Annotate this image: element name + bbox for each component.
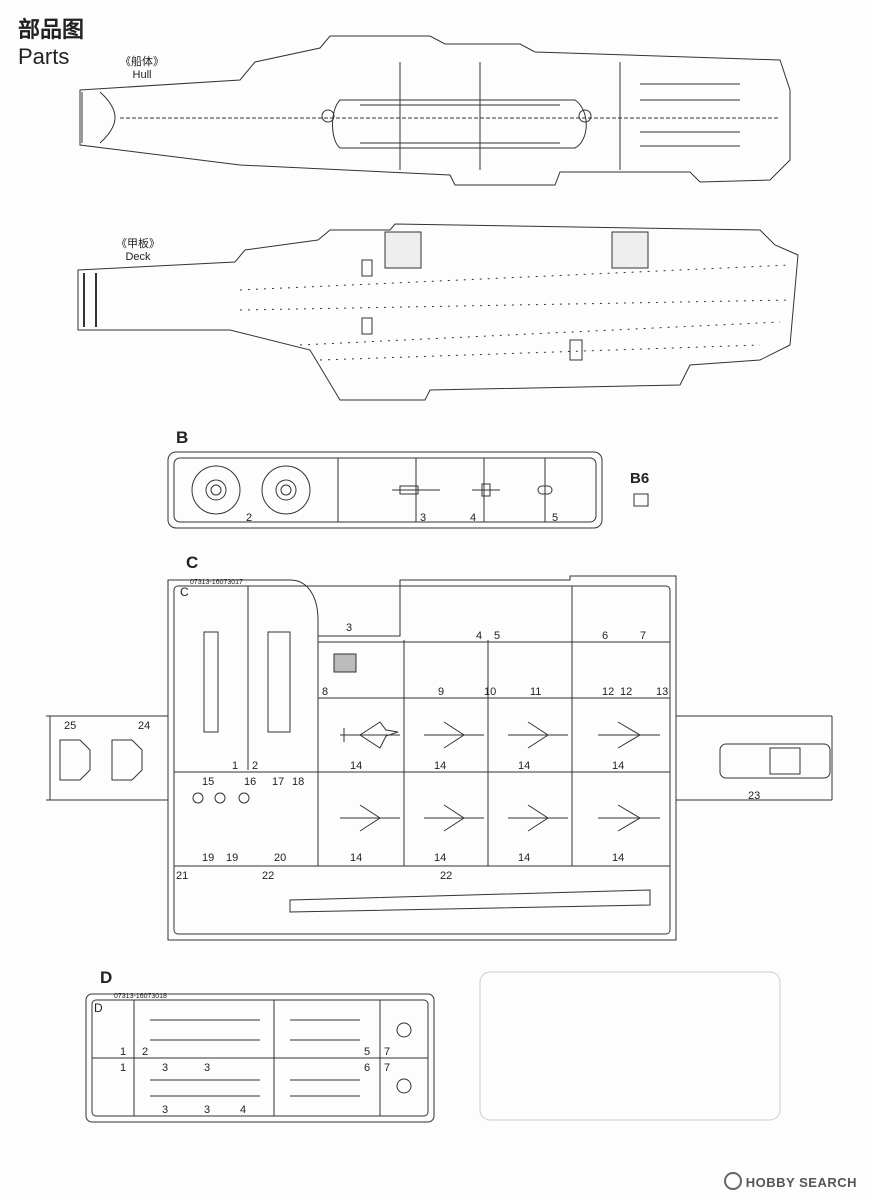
sprue-c-part-12a: 12 <box>602 686 615 698</box>
sprue-c-letter: C <box>186 553 199 572</box>
sprue-c-part-10: 10 <box>484 686 497 698</box>
page-title-en: Parts <box>18 44 70 69</box>
sprue-c-side-24: 24 <box>138 720 151 732</box>
sprue-d-r3-4: 4 <box>240 1104 247 1116</box>
hull-label-en: Hull <box>132 69 152 81</box>
sprue-b-part-2: 2 <box>246 512 253 524</box>
sprue-c-part-7: 7 <box>640 630 647 642</box>
sprue-c-plane-5: 14 <box>350 852 363 864</box>
sprue-c-part-22a: 22 <box>262 870 275 882</box>
deck-label-en: Deck <box>125 251 151 263</box>
sprue-c-plane-7: 14 <box>518 852 531 864</box>
hull-label-cn: 《船体》 <box>120 56 164 68</box>
sprue-c-part-9: 9 <box>438 686 445 698</box>
sprue-d-letter: D <box>100 968 113 987</box>
sprue-c-plane-2: 14 <box>434 760 447 772</box>
sprue-d-r3-3a: 3 <box>162 1104 169 1116</box>
sprue-c-part-15: 15 <box>202 776 215 788</box>
sprue-c-part-3: 3 <box>346 622 353 634</box>
hobby-search-logo-icon <box>723 1172 742 1190</box>
sprue-c-part-18: 18 <box>292 776 305 788</box>
sprue-c-tag: C <box>180 585 189 599</box>
sprue-c-part-17: 17 <box>272 776 285 788</box>
sprue-c-part-11: 11 <box>530 686 542 698</box>
sprue-c-part-13: 13 <box>656 686 669 698</box>
sprue-d-r1-5: 5 <box>364 1046 371 1058</box>
sprue-d-r2-3b: 3 <box>204 1062 211 1074</box>
sprue-c-plane-3: 14 <box>518 760 531 772</box>
sprue-c-part-22b: 22 <box>440 870 453 882</box>
sprue-d-r2-1: 1 <box>120 1062 127 1074</box>
sprue-c-plane-8: 14 <box>612 852 625 864</box>
sprue-d-r2-6: 6 <box>364 1062 371 1074</box>
sprue-c-plane-1: 14 <box>350 760 363 772</box>
sprue-c-part-12b: 12 <box>620 686 633 698</box>
page-title-cn: 部品图 <box>18 18 85 43</box>
sprue-d-r1-7: 7 <box>384 1046 391 1058</box>
sprue-c-part-1: 1 <box>232 760 239 772</box>
sprue-d-tag: D <box>94 1001 103 1015</box>
sprue-b-letter: B <box>176 428 189 447</box>
sprue-c-part-21: 21 <box>176 870 189 882</box>
sprue-c-side-25: 25 <box>64 720 77 732</box>
sprue-c-part-4: 4 <box>476 630 483 642</box>
sprue-c-part-2: 2 <box>252 760 259 772</box>
watermark-text: HOBBY SEARCH <box>745 1175 857 1190</box>
sprue-c-part-5: 5 <box>494 630 501 642</box>
sprue-d-r2-3a: 3 <box>162 1062 169 1074</box>
sprue-d-code: 07313-16073018 <box>114 993 167 1000</box>
sprue-c-code: 07313-16073017 <box>190 579 243 586</box>
sprue-b-part-4: 4 <box>470 512 477 524</box>
sprue-c-side-23: 23 <box>748 790 761 802</box>
sprue-d-r1-2: 2 <box>142 1046 149 1058</box>
sprue-d-r3-3b: 3 <box>204 1104 211 1116</box>
sprue-c-part-19a: 19 <box>202 852 215 864</box>
deck-label: 《甲板》 Deck <box>108 238 168 264</box>
hull-label: 《船体》 Hull <box>112 56 172 82</box>
sprue-c-part-8: 8 <box>322 686 329 698</box>
sprue-b-part-3: 3 <box>420 512 427 524</box>
sprue-c-part-6: 6 <box>602 630 609 642</box>
watermark: HOBBY SEARCH <box>723 1172 857 1190</box>
sprue-b-detail-label: B6 <box>630 470 650 487</box>
deck-label-cn: 《甲板》 <box>116 238 160 250</box>
sprue-c-plane-4: 14 <box>612 760 625 772</box>
sprue-d-r1-1: 1 <box>120 1046 127 1058</box>
sprue-c-part-19b: 19 <box>226 852 239 864</box>
sprue-c-part-20: 20 <box>274 852 287 864</box>
sprue-d-r2-7: 7 <box>384 1062 391 1074</box>
sprue-c-plane-6: 14 <box>434 852 447 864</box>
sprue-c-part-16: 16 <box>244 776 257 788</box>
sprue-b-part-5: 5 <box>552 512 559 524</box>
